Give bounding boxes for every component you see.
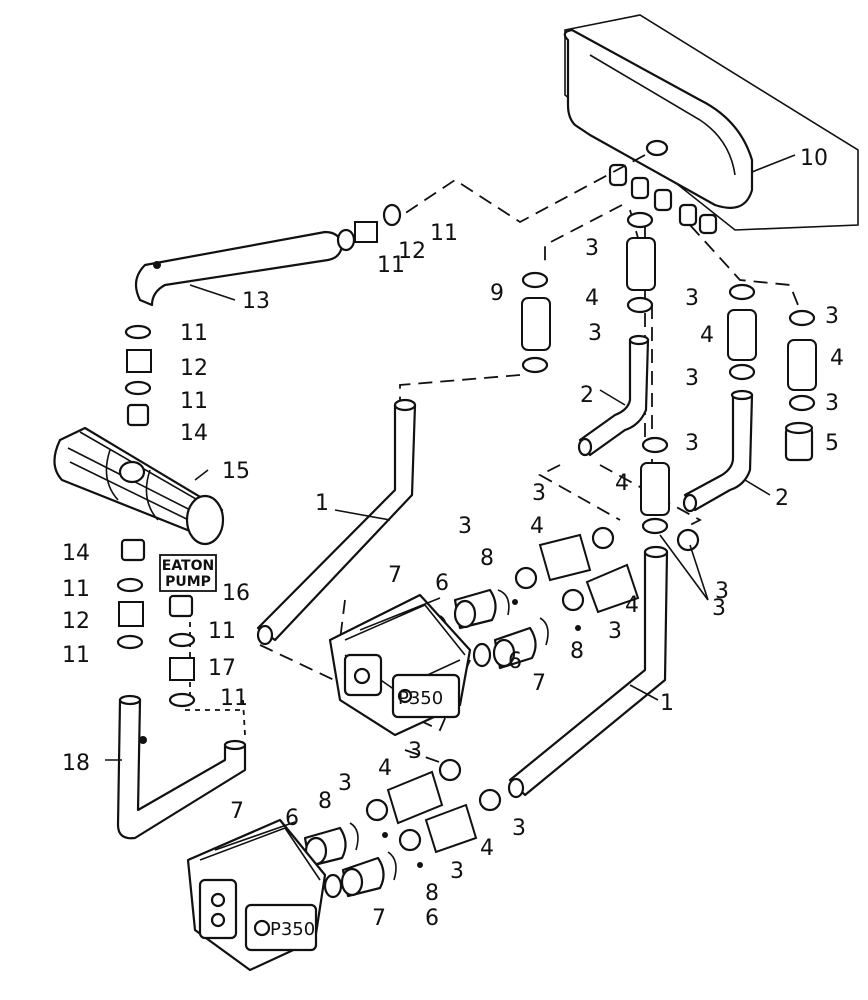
callout-6: 6	[435, 571, 449, 596]
callout-3: 3	[512, 816, 526, 841]
pipe-1-upper	[256, 398, 417, 646]
callout-3: 3	[825, 304, 839, 329]
callout-11: 11	[180, 389, 208, 414]
callout-15: 15	[222, 459, 250, 484]
pipe-1-lower	[507, 545, 669, 799]
callout-5: 5	[825, 431, 839, 456]
callout-3: 3	[715, 579, 729, 604]
callout-11: 11	[430, 221, 458, 246]
callout-4: 4	[700, 323, 714, 348]
callout-3: 3	[338, 771, 352, 796]
callout-3: 3	[585, 236, 599, 261]
callout-7: 7	[230, 799, 244, 824]
callout-14: 14	[180, 421, 208, 446]
callout-3: 3	[532, 481, 546, 506]
callout-6: 6	[508, 649, 522, 674]
filter-15	[53, 426, 225, 546]
callout-17: 17	[208, 656, 236, 681]
hose-clamps	[116, 203, 816, 852]
callout-3: 3	[685, 366, 699, 391]
callout-3: 3	[712, 596, 726, 621]
callout-11: 11	[377, 253, 405, 278]
pipe-2-left	[577, 334, 650, 457]
callout-3: 3	[825, 391, 839, 416]
callout-12: 12	[62, 609, 90, 634]
callout-8: 8	[318, 789, 332, 814]
callout-4: 4	[378, 756, 392, 781]
callout-7: 7	[388, 563, 402, 588]
callout-12: 12	[180, 356, 208, 381]
callout-8: 8	[425, 881, 439, 906]
pump-p350-lower	[186, 818, 327, 972]
callout-7: 7	[532, 671, 546, 696]
callout-3: 3	[588, 321, 602, 346]
callout-1: 1	[660, 691, 674, 716]
callout-9: 9	[490, 281, 504, 306]
reservoir-tank	[563, 14, 859, 235]
callout-4: 4	[615, 471, 629, 496]
callout-1: 1	[315, 491, 329, 516]
callout-8: 8	[570, 639, 584, 664]
callout-2: 2	[580, 383, 594, 408]
callout-4: 4	[585, 286, 599, 311]
callout-3: 3	[685, 286, 699, 311]
pipe-13	[134, 230, 344, 307]
callout-3: 3	[458, 514, 472, 539]
callout-3: 3	[450, 859, 464, 884]
eaton-pump-label-box: EATON PUMP	[159, 554, 217, 592]
callout-8: 8	[480, 546, 494, 571]
pipe-18	[116, 694, 247, 840]
callout-7: 7	[372, 906, 386, 931]
callout-6: 6	[285, 806, 299, 831]
callout-14: 14	[62, 541, 90, 566]
callout-3: 3	[408, 739, 422, 764]
callout-12: 12	[398, 239, 426, 264]
pump-p350-upper	[328, 593, 472, 737]
callout-10: 10	[800, 146, 828, 171]
callout-4: 4	[625, 593, 639, 618]
p350-lower-label: P350	[270, 919, 315, 940]
pipe-2-right	[682, 389, 754, 513]
callout-4: 4	[480, 836, 494, 861]
callout-2: 2	[775, 486, 789, 511]
callout-11: 11	[62, 643, 90, 668]
callout-11: 11	[208, 619, 236, 644]
eaton-label-line1: EATON	[162, 558, 214, 574]
callout-18: 18	[62, 751, 90, 776]
p350-upper-label: P350	[398, 688, 443, 709]
callout-11: 11	[62, 577, 90, 602]
leader-lines	[105, 154, 796, 761]
callout-3: 3	[608, 619, 622, 644]
mesh-hoses	[386, 237, 817, 854]
eaton-label-line2: PUMP	[165, 574, 211, 590]
callout-16: 16	[222, 581, 250, 606]
callout-4: 4	[830, 346, 844, 371]
callout-numbers: 1 1 2 2 3 3 3 3 3 3 3 3 3 3 3 3 3 3 3 3 …	[62, 146, 844, 931]
callout-3: 3	[685, 431, 699, 456]
callout-11: 11	[220, 686, 248, 711]
callout-13: 13	[242, 289, 270, 314]
callout-4: 4	[530, 514, 544, 539]
callout-11: 11	[180, 321, 208, 346]
callout-6: 6	[425, 906, 439, 931]
